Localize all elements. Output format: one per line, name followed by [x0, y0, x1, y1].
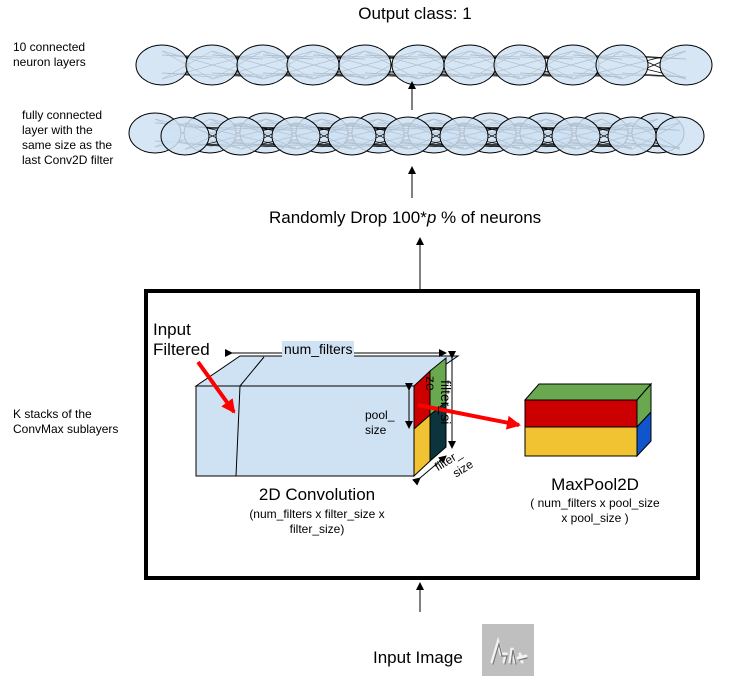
fc-layer-back-neuron [383, 116, 433, 156]
fc-layer-back-neuron [551, 116, 601, 156]
top-layer-neuron [659, 44, 713, 86]
fully-connected-layer [128, 112, 705, 156]
fc-layer-back-neuron [655, 116, 705, 156]
top-layer-neuron [546, 44, 600, 86]
fc-layer-back-neuron [495, 116, 545, 156]
fc-layer-back-neuron [271, 116, 321, 156]
filter-size-diagonal-dimension [412, 455, 447, 486]
conv2d-block [194, 355, 460, 478]
filter-size-vertical-label: filter_si ze [423, 376, 454, 425]
fc-layer-back-neuron [327, 116, 377, 156]
input-filtered-arrow [196, 360, 236, 414]
output-class-title: Output class: 1 [358, 4, 472, 23]
top-layer-neuron [443, 44, 497, 86]
input-image-thumbnail [482, 624, 534, 676]
top-layer-label: 10 connected neuron layers [13, 40, 86, 69]
fc-layer-back-neuron [607, 116, 657, 156]
conv2d-dims: (num_filters x filter_size x filter_size… [249, 507, 385, 536]
top-layer-neuron [595, 44, 649, 86]
maxpool-title: MaxPool2D [551, 475, 639, 494]
conv2d-title: 2D Convolution [258, 485, 376, 504]
top-layer-neuron [185, 44, 239, 86]
top-neuron-layer [135, 44, 713, 86]
conv-to-pool-arrow [417, 403, 521, 430]
conv-filter-dark-bottom [429, 400, 447, 463]
top-layer-neuron [286, 44, 340, 86]
top-layer-neuron [236, 44, 290, 86]
input-filtered-label: Input Filtered [153, 320, 210, 359]
pool-size-label: pool_ size [365, 408, 395, 437]
top-layer-neuron [338, 44, 392, 86]
fc-layer-back-neuron [439, 116, 489, 156]
fc-layer-back-neuron [215, 116, 265, 156]
maxpool-dims: ( num_filters x pool_size x pool_size ) [530, 496, 660, 525]
fc-layer-label: fully connected layer with the same size… [22, 108, 114, 167]
dropout-label: Randomly Drop 100*p % of neurons [269, 208, 542, 227]
top-layer-neuron [135, 44, 189, 86]
fc-layer-back-neuron [160, 116, 210, 156]
convmax-stack-box [144, 289, 700, 580]
num-filters-label: num_filters [282, 341, 355, 358]
top-layer-neuron [391, 44, 445, 86]
input-image-label: Input Image [373, 648, 463, 667]
maxpool-block [523, 382, 653, 458]
stack-label: K stacks of the ConvMax sublayers [13, 407, 119, 436]
top-layer-neuron [493, 44, 547, 86]
